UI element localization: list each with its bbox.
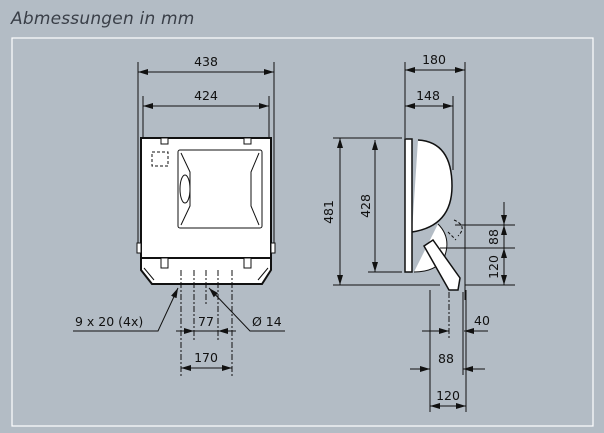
dim-180: 180: [422, 52, 446, 67]
housing-back: [404, 138, 413, 273]
drawing-frame: [11, 37, 594, 427]
reflector-window: [177, 149, 263, 229]
dim-88-vertical: 88: [486, 229, 501, 245]
dim-148: 148: [416, 88, 440, 103]
slot-note: 9 x 20 (4x): [75, 314, 143, 329]
dim-88-horizontal: 88: [438, 351, 454, 366]
dim-170: 170: [194, 350, 218, 365]
dim-438: 438: [194, 54, 218, 69]
housing-dome: [411, 139, 453, 233]
dim-424: 424: [194, 88, 218, 103]
front-view: [73, 62, 285, 378]
side-view: [333, 62, 515, 412]
dim-120-horizontal: 120: [436, 388, 460, 403]
page-title: Abmessungen in mm: [11, 9, 195, 29]
dim-diameter-14: Ø 14: [252, 314, 282, 329]
dashed-box: [151, 151, 169, 167]
bracket: [423, 238, 461, 291]
dim-40: 40: [474, 313, 490, 328]
dim-428: 428: [358, 194, 373, 218]
dim-481: 481: [321, 200, 336, 224]
dim-120-vertical: 120: [486, 255, 501, 279]
dim-77: 77: [198, 314, 214, 329]
